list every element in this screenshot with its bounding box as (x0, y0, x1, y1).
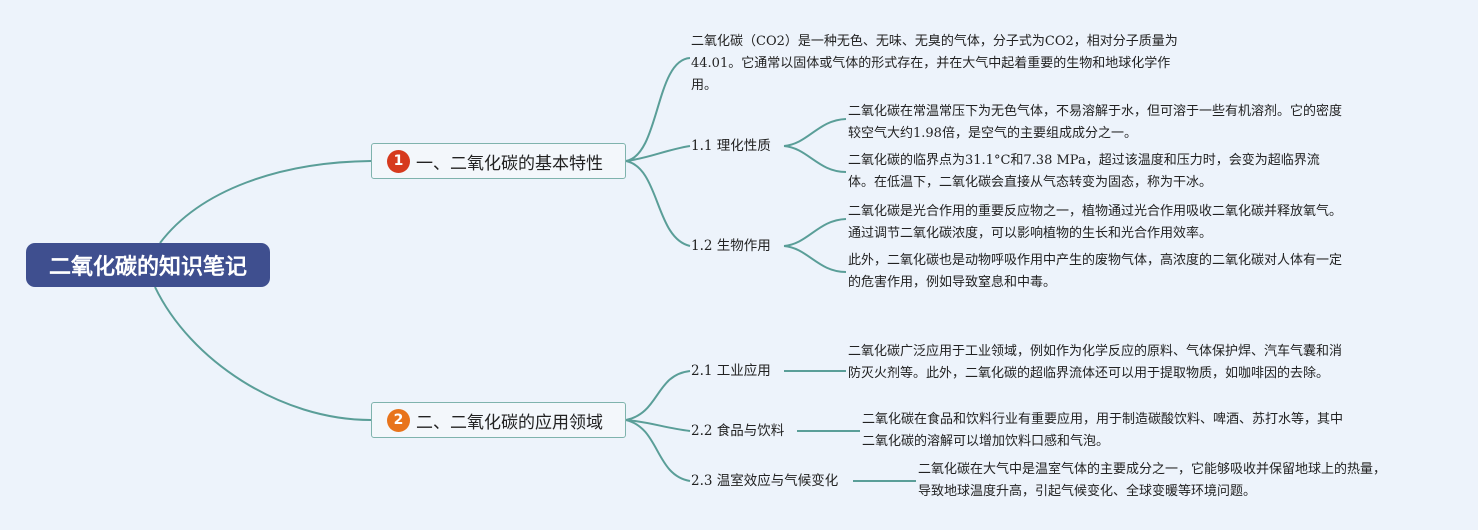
link-branch-1-sub-1 (625, 145, 691, 162)
link-branch-1-sub-2 (625, 160, 691, 247)
subtopic-physical-chemical[interactable]: 1.1 理化性质 (691, 138, 771, 154)
note-industrial[interactable]: 二氧化碳广泛应用于工业领域，例如作为化学反应的原料、气体保护焊、汽车气囊和消防灭… (848, 344, 1343, 381)
link-sub-1-1-note-1 (783, 118, 847, 147)
subtopic-biological[interactable]: 1.2 生物作用 (691, 238, 771, 254)
branch-number-badge: 1 (387, 149, 410, 173)
link-sub-1-2-note-2 (783, 245, 847, 273)
link-branch-2-sub-3 (625, 419, 691, 482)
intro-note[interactable]: 二氧化碳（CO2）是一种无色、无味、无臭的气体，分子式为CO2，相对分子质量为4… (691, 34, 1178, 93)
note-food-beverage[interactable]: 二氧化碳在食品和饮料行业有重要应用，用于制造碳酸饮料、啤酒、苏打水等，其中二氧化… (862, 412, 1344, 449)
subtopic-food-beverage[interactable]: 2.2 食品与饮料 (691, 423, 785, 439)
note-biological-2[interactable]: 此外，二氧化碳也是动物呼吸作用中产生的废物气体，高浓度的二氧化碳对人体有一定的危… (848, 253, 1343, 290)
branch-node-applications[interactable]: 2 二、二氧化碳的应用领域 (371, 402, 626, 438)
note-physical-chemical-1[interactable]: 二氧化碳在常温常压下为无色气体，不易溶解于水，但可溶于一些有机溶剂。它的密度较空… (848, 104, 1343, 141)
branch-label: 二、二氧化碳的应用领域 (416, 412, 603, 433)
link-branch-1-intro (625, 57, 691, 162)
root-node[interactable]: 二氧化碳的知识笔记 (26, 243, 270, 287)
subtopic-industrial[interactable]: 2.1 工业应用 (691, 363, 771, 379)
branch-label: 一、二氧化碳的基本特性 (416, 153, 603, 174)
link-root-branch-2 (154, 286, 372, 421)
note-greenhouse[interactable]: 二氧化碳在大气中是温室气体的主要成分之一，它能够吸收并保留地球上的热量，导致地球… (918, 462, 1387, 499)
link-sub-1-2-note-1 (783, 218, 847, 247)
subtopic-greenhouse[interactable]: 2.3 温室效应与气候变化 (691, 473, 839, 489)
branch-number-badge: 2 (387, 408, 410, 432)
link-root-branch-1 (159, 160, 372, 244)
note-biological-1[interactable]: 二氧化碳是光合作用的重要反应物之一，植物通过光合作用吸收二氧化碳并释放氧气。通过… (848, 204, 1343, 241)
branch-node-basic-properties[interactable]: 1 一、二氧化碳的基本特性 (371, 143, 626, 179)
link-branch-2-sub-2 (625, 419, 691, 432)
link-sub-1-1-note-2 (783, 145, 847, 173)
note-physical-chemical-2[interactable]: 二氧化碳的临界点为31.1°C和7.38 MPa，超过该温度和压力时，会变为超临… (848, 153, 1320, 190)
root-title: 二氧化碳的知识笔记 (48, 255, 247, 280)
link-branch-2-sub-1 (625, 370, 691, 421)
